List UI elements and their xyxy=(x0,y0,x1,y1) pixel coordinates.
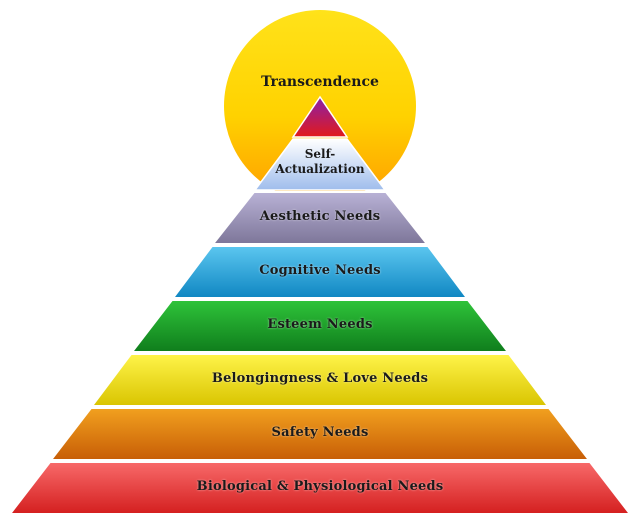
safety-needs-label: Safety Needs xyxy=(271,425,369,440)
self-actualization-line-1: Self- xyxy=(304,147,336,161)
belongingness-love-needs-label: Belongingness & Love Needs xyxy=(211,371,429,386)
level-band-biological xyxy=(7,461,633,515)
level-band-esteem xyxy=(129,299,511,353)
level-band-aesthetic xyxy=(210,191,430,245)
self-actualization-band xyxy=(253,138,387,191)
self-actualization-line-2: Actualization xyxy=(275,162,365,176)
self-actualization-label: Self- Actualization xyxy=(0,147,640,177)
cognitive-needs-label: Cognitive Needs xyxy=(259,263,381,278)
level-band-belongingness xyxy=(90,353,550,407)
apex-tip-triangle xyxy=(291,95,349,138)
transcendence-label: Transcendence xyxy=(261,74,379,90)
aesthetic-needs-label: Aesthetic Needs xyxy=(259,209,381,224)
level-band-safety xyxy=(48,407,592,461)
level-band-cognitive xyxy=(171,245,469,299)
esteem-needs-label: Esteem Needs xyxy=(267,317,373,332)
biological-physiological-needs-label: Biological & Physiological Needs xyxy=(196,479,444,494)
